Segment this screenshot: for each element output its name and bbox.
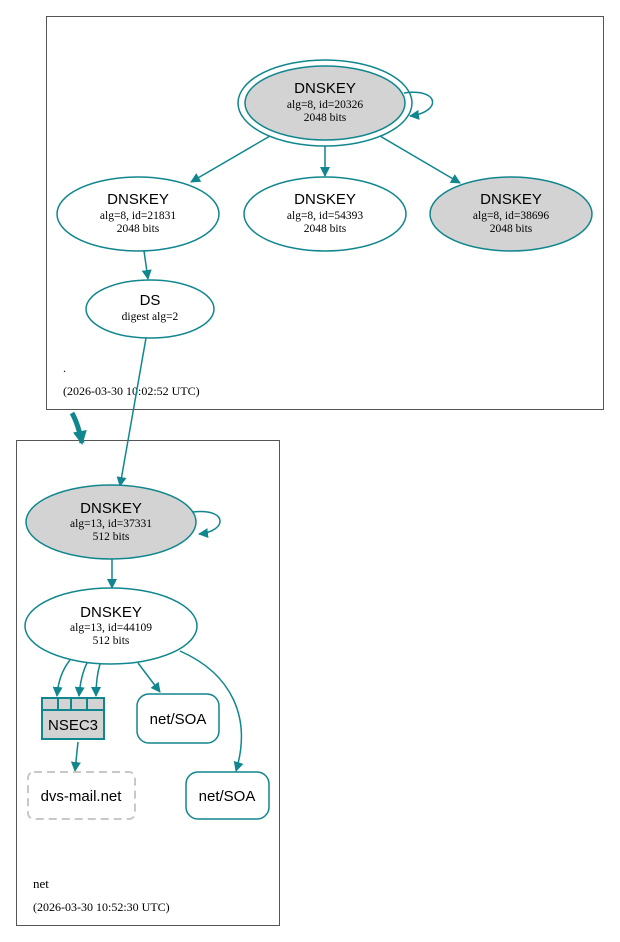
edge-ksk-self-loop [403, 91, 434, 120]
node-root-zsk-21831: DNSKEY alg=8, id=21831 2048 bits [56, 176, 220, 252]
zone-net-box [16, 440, 280, 926]
edge-ksk-to-zsk3 [379, 135, 461, 184]
node-root-ksk: DNSKEY alg=8, id=20326 2048 bits [237, 59, 413, 147]
node-soa-2: net/SOA [185, 771, 270, 820]
node-digest: digest alg=2 [122, 311, 179, 323]
edge-net-zsk-to-nsec3-c [91, 663, 102, 697]
node-title: DNSKEY [80, 604, 142, 621]
node-alg-id: alg=13, id=37331 [70, 518, 152, 530]
edge-net-ksk-self-loop [192, 510, 221, 539]
edge-ds-to-net-ksk [116, 337, 147, 487]
zone-root-timestamp: (2026-03-30 10:02:52 UTC) [63, 384, 200, 398]
node-key-size: 512 bits [93, 531, 130, 543]
edge-nsec3-to-dvs [70, 741, 81, 772]
node-alg-id: alg=8, id=38696 [473, 210, 549, 222]
node-root-zsk-54393: DNSKEY alg=8, id=54393 2048 bits [243, 176, 407, 252]
zone-net-timestamp: (2026-03-30 10:52:30 UTC) [33, 900, 170, 914]
node-net-ksk: DNSKEY alg=13, id=37331 512 bits [25, 484, 197, 560]
node-title: DNSKEY [480, 191, 542, 208]
node-key-size: 512 bits [93, 635, 130, 647]
node-title: NSEC3 [48, 717, 98, 734]
node-net-zsk: DNSKEY alg=13, id=44109 512 bits [24, 587, 198, 665]
node-title: DNSKEY [294, 191, 356, 208]
node-soa-1: net/SOA [136, 693, 220, 744]
node-title: DNSKEY [80, 500, 142, 517]
node-ds: DS digest alg=2 [85, 279, 215, 339]
node-alg-id: alg=8, id=21831 [100, 210, 176, 222]
node-title: DNSKEY [107, 191, 169, 208]
node-title: DS [140, 292, 161, 309]
edge-net-zsk-to-soa2 [179, 650, 244, 772]
zone-root-name: . [63, 361, 66, 375]
node-title: DNSKEY [294, 80, 356, 97]
edge-delegation-root-to-net [69, 411, 87, 445]
node-key-size: 2048 bits [304, 223, 347, 235]
edge-net-zsk-to-soa1 [137, 662, 161, 693]
edge-ksk-to-zsk1 [190, 135, 271, 183]
node-alg-id: alg=13, id=44109 [70, 622, 152, 634]
node-alg-id: alg=8, id=20326 [287, 99, 363, 111]
zone-root-box [46, 16, 604, 410]
edge-net-zsk-to-nsec3-a [52, 659, 71, 697]
node-key-size: 2048 bits [117, 223, 160, 235]
zone-net-name: net [33, 876, 49, 891]
edge-zsk1-to-ds [141, 250, 152, 280]
edge-net-zsk-to-nsec3-b [74, 662, 88, 697]
node-title: net/SOA [199, 788, 256, 805]
node-key-size: 2048 bits [490, 223, 533, 235]
node-nsec3: NSEC3 [41, 697, 105, 740]
node-root-zsk-38696: DNSKEY alg=8, id=38696 2048 bits [429, 176, 593, 252]
node-alg-id: alg=8, id=54393 [287, 210, 363, 222]
node-title: net/SOA [150, 711, 207, 728]
node-key-size: 2048 bits [304, 112, 347, 124]
node-dvs-mail-net: dvs-mail.net [27, 771, 136, 820]
node-title: dvs-mail.net [41, 788, 123, 805]
